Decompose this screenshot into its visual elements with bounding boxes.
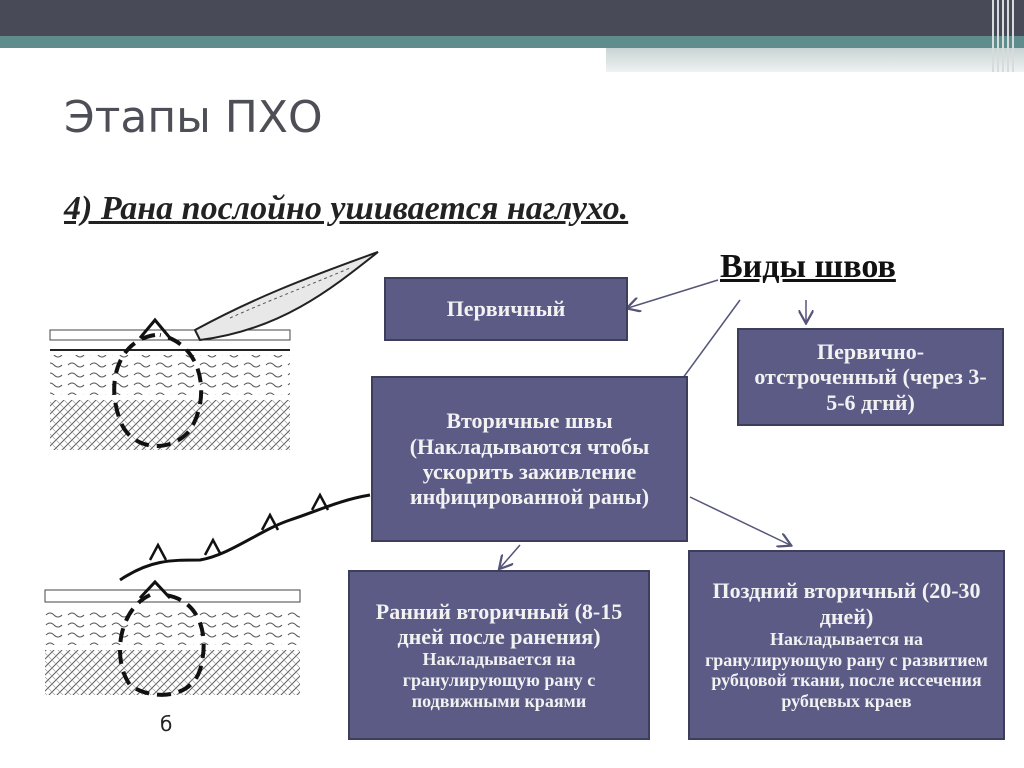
early-secondary-suture-box: Ранний вторичный (8-15 дней после ранени… xyxy=(348,570,650,740)
primary-suture-label: Первичный xyxy=(446,296,566,322)
figure-label: б xyxy=(160,712,173,736)
secondary-suture-desc: (Накладываются чтобы ускорить заживление… xyxy=(409,433,650,510)
suture-types-heading: Виды швов xyxy=(720,248,896,285)
late-secondary-desc: Накладывается на гранулирующую рану с ра… xyxy=(705,628,988,711)
late-secondary-suture-box: Поздний вторичный (20-30 дней) Накладыва… xyxy=(688,550,1005,740)
primary-delayed-label: Первично-отстроченный (через 3-5-6 дгнй) xyxy=(754,339,987,415)
header-accent-bar xyxy=(0,36,1024,48)
primary-delayed-suture-box: Первично-отстроченный (через 3-5-6 дгнй) xyxy=(737,328,1004,426)
secondary-suture-box: Вторичные швы (Накладываются чтобы ускор… xyxy=(371,376,688,542)
slide-subtitle: 4) Рана послойно ушивается наглухо. xyxy=(64,190,629,227)
header-bar xyxy=(0,0,1024,36)
early-secondary-desc: Накладывается на гранулирующую рану с по… xyxy=(402,649,596,711)
header-stripe xyxy=(606,48,1024,72)
slide-title: Этапы ПХО xyxy=(64,92,323,143)
secondary-suture-title: Вторичные швы xyxy=(446,408,613,434)
header-lines xyxy=(992,0,1014,72)
upper-wound-drawing xyxy=(49,251,379,450)
primary-suture-box: Первичный xyxy=(384,277,628,341)
late-secondary-title: Поздний вторичный (20-30 дней) xyxy=(712,578,981,629)
lower-wound-drawing xyxy=(44,492,371,697)
early-secondary-title: Ранний вторичный (8-15 дней после ранени… xyxy=(375,598,623,649)
